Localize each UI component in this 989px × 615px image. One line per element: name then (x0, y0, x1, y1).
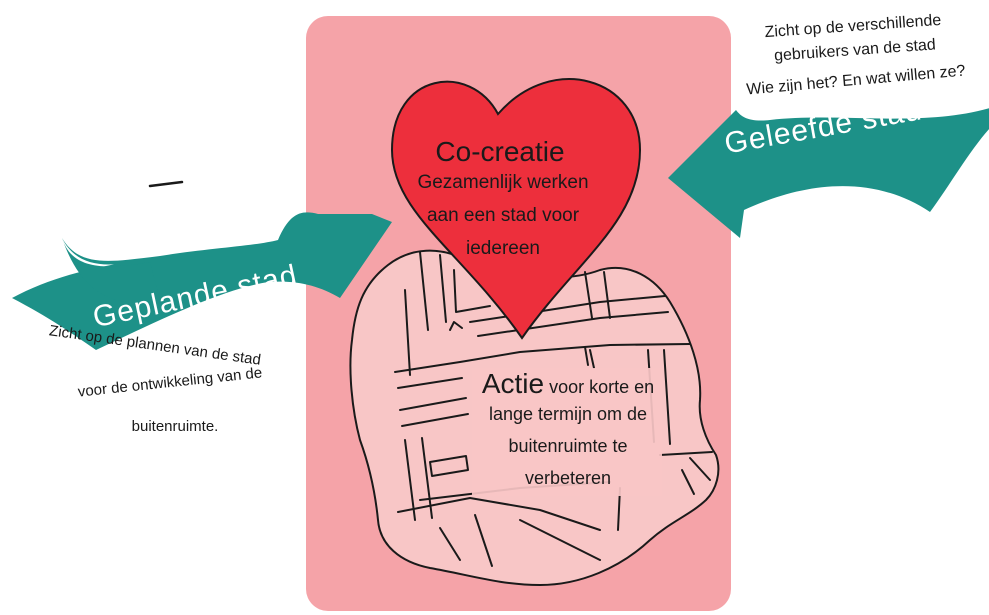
heart-title: Co-creatie (435, 136, 565, 167)
geplande-stad-arrow (12, 212, 392, 350)
heart-shape (390, 78, 642, 340)
geplande-stad-arrow-tail (62, 238, 160, 303)
map-street (584, 346, 589, 366)
map-street (663, 349, 671, 445)
map-street (419, 251, 429, 331)
actie-line-3: buitenruimte te (508, 436, 628, 456)
actie-title: Actie (481, 368, 545, 399)
map-street (449, 321, 463, 331)
map-street (421, 437, 433, 519)
map-street (589, 349, 595, 369)
heart-line-1: Gezamenlijk werken (417, 172, 589, 193)
map-street (689, 457, 711, 481)
map-street (401, 413, 469, 427)
map-street (429, 455, 469, 477)
map-street (603, 271, 611, 319)
map-street (439, 527, 461, 561)
actie-line-2: lange termijn om de (488, 404, 648, 424)
heart-line-2: aan een stad voor (426, 205, 580, 226)
map-street (519, 519, 601, 561)
heart-line-3: iedereen (466, 238, 540, 259)
actie-box (472, 368, 662, 496)
map-street (397, 497, 601, 531)
actie-line-1: Actie voor korte en (468, 368, 668, 400)
map-street (399, 397, 467, 411)
actie-line-4: verbeteren (524, 468, 612, 488)
map-street (469, 295, 666, 323)
map-street (397, 377, 463, 389)
geleefde-stad-arrow (668, 108, 989, 238)
map-street (659, 451, 713, 456)
map-street (681, 469, 695, 495)
geplande-note-line-3: buitenruimte. (131, 418, 219, 435)
map-street (453, 269, 491, 313)
map-street (404, 289, 411, 376)
map-street (584, 271, 593, 319)
actie-line-1-rest: voor korte en (544, 377, 655, 397)
map-street (394, 343, 691, 373)
map-street (404, 439, 416, 521)
stray-dash (148, 180, 184, 188)
map-street (474, 514, 493, 567)
map-street (439, 254, 447, 323)
